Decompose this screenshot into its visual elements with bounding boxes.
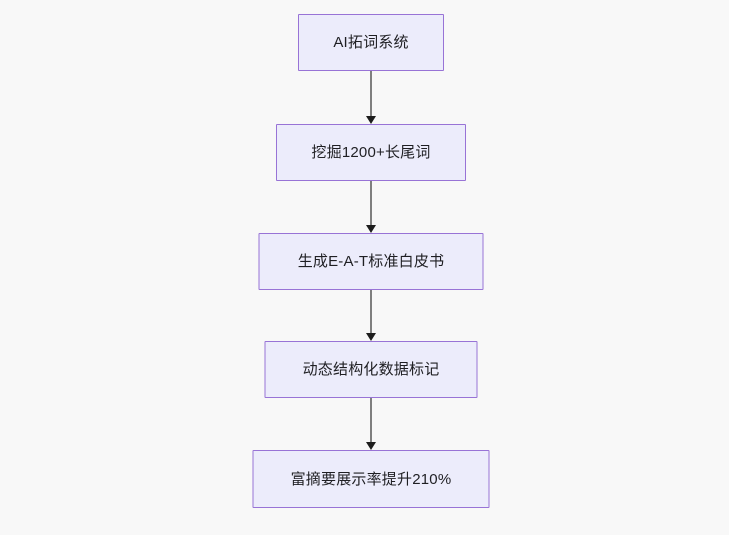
flow-node-ai-keyword-system[interactable]: AI拓词系统 — [298, 14, 444, 71]
arrow-head-icon — [366, 116, 376, 124]
edge-line — [370, 181, 372, 225]
flow-node-label: 富摘要展示率提升210% — [290, 470, 452, 488]
flow-node-label: 挖掘1200+长尾词 — [311, 144, 431, 161]
flow-edge-1 — [364, 71, 378, 124]
edge-line — [370, 290, 372, 333]
arrow-head-icon — [366, 333, 376, 341]
flow-node-dynamic-structured-data[interactable]: 动态结构化数据标记 — [264, 341, 478, 398]
flow-node-label: AI拓词系统 — [333, 34, 409, 51]
flow-edge-3 — [364, 290, 378, 341]
flow-node-generate-eat-whitepaper[interactable]: 生成E-A-T标准白皮书 — [258, 233, 484, 290]
flow-node-label: 生成E-A-T标准白皮书 — [297, 253, 445, 270]
flow-node-mine-longtail-keywords[interactable]: 挖掘1200+长尾词 — [276, 124, 466, 181]
arrow-head-icon — [366, 225, 376, 233]
edge-line — [370, 398, 372, 442]
flow-node-rich-snippet-uplift[interactable]: 富摘要展示率提升210% — [252, 450, 490, 508]
edge-line — [370, 71, 372, 116]
flow-node-label: 动态结构化数据标记 — [302, 361, 440, 378]
flow-edge-4 — [364, 398, 378, 450]
arrow-head-icon — [366, 442, 376, 450]
flow-edge-2 — [364, 181, 378, 233]
